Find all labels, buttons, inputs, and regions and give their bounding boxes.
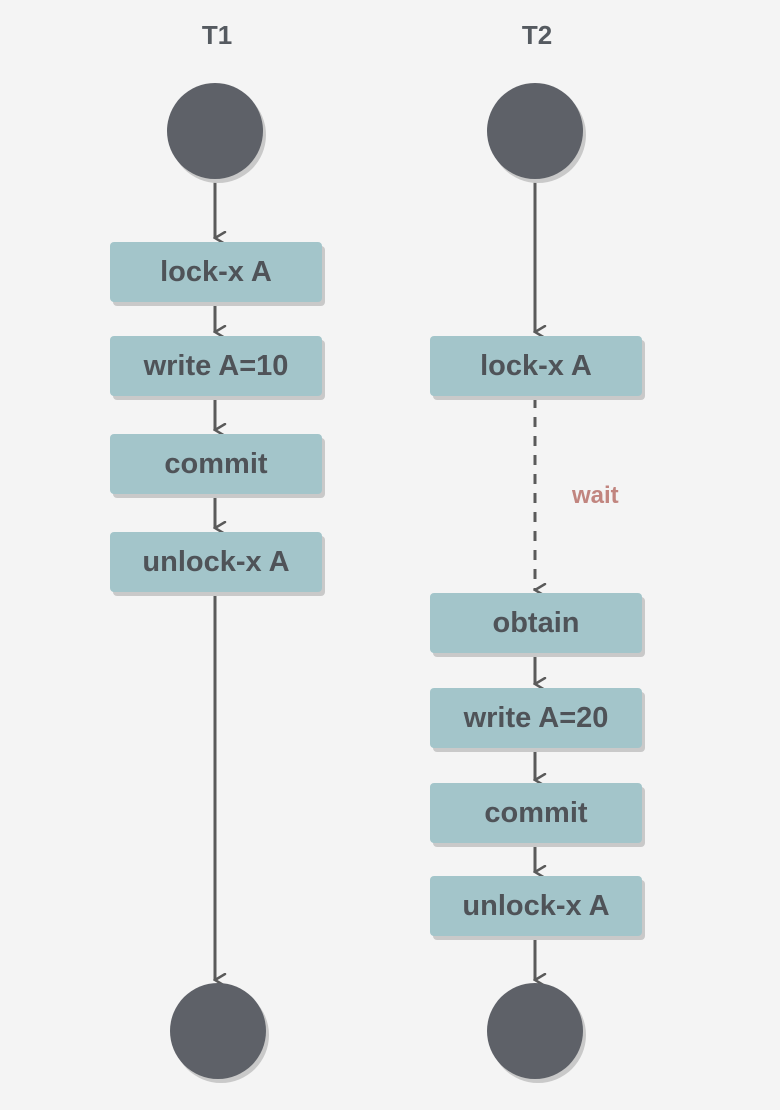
t2-end-node <box>487 983 583 1079</box>
t2-step-obtain: obtain <box>430 593 642 653</box>
t1-step-unlock: unlock-x A <box>110 532 322 592</box>
t2-step-commit: commit <box>430 783 642 843</box>
t1-step-write: write A=10 <box>110 336 322 396</box>
t2-start-node <box>487 83 583 179</box>
t2-step-unlock: unlock-x A <box>430 876 642 936</box>
t1-step-commit: commit <box>110 434 322 494</box>
t2-step-write: write A=20 <box>430 688 642 748</box>
t2-step-lock: lock-x A <box>430 336 642 396</box>
t1-start-node <box>167 83 263 179</box>
lane-title-t1: T1 <box>201 20 233 50</box>
t1-end-node <box>170 983 266 1079</box>
lane-title-t2: T2 <box>521 20 553 50</box>
wait-label: wait <box>572 482 619 509</box>
t1-step-lock: lock-x A <box>110 242 322 302</box>
